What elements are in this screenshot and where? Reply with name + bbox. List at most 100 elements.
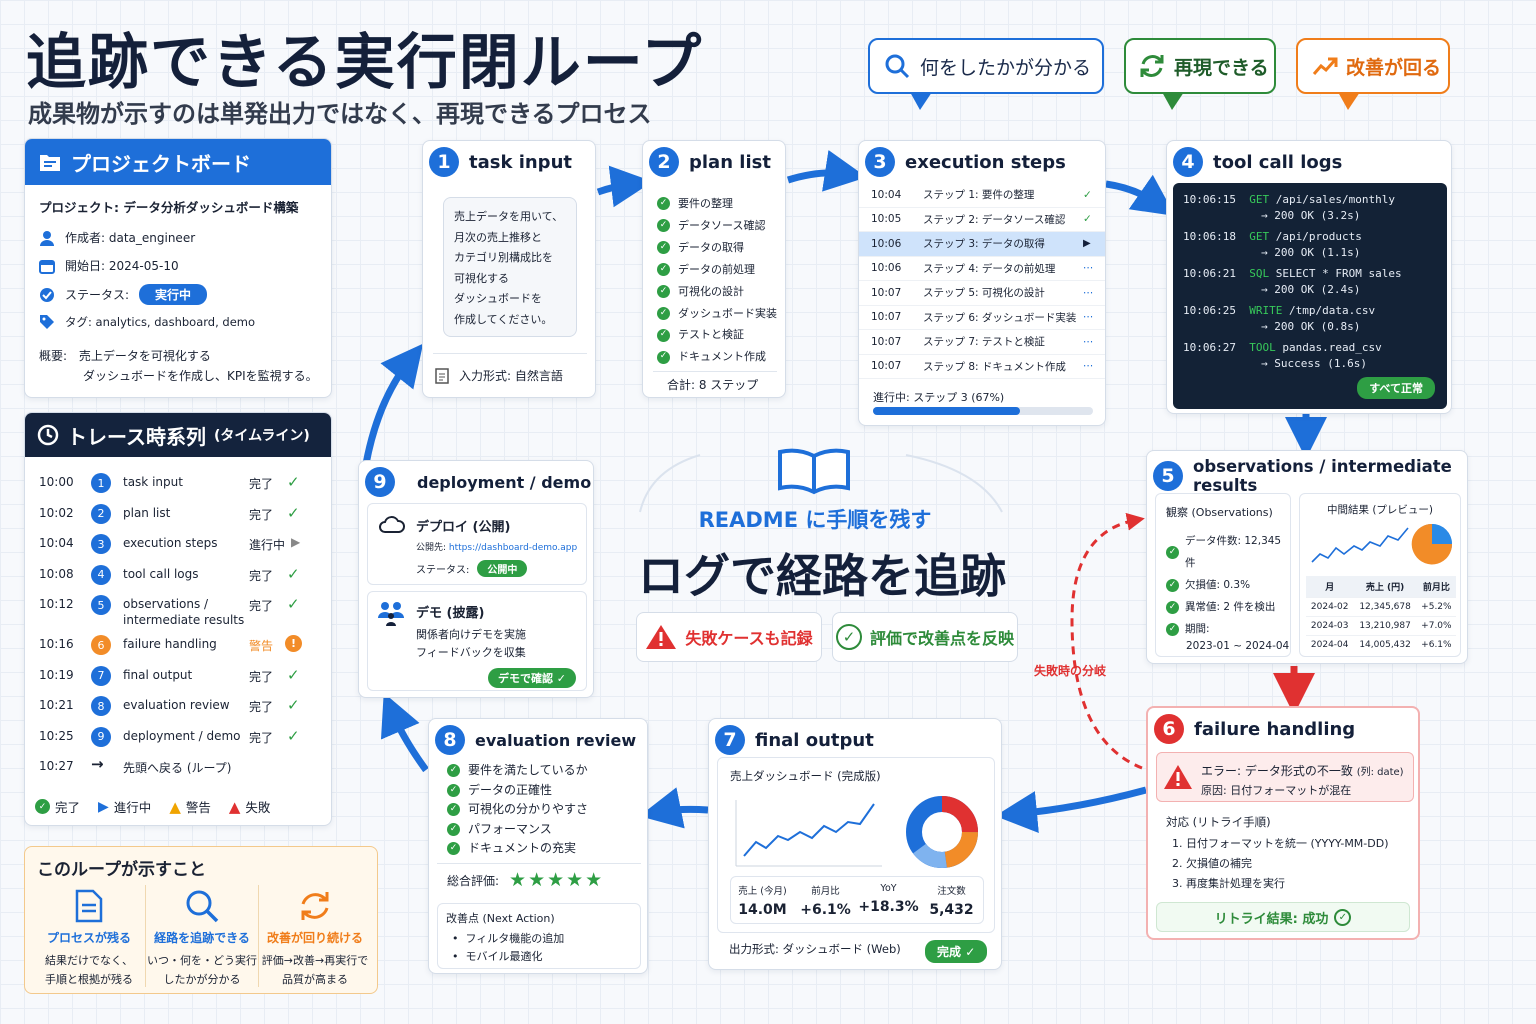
warning-icon: ▲ <box>169 797 181 816</box>
timeline-label: deployment / demo <box>123 728 241 743</box>
timeline-title: トレース時系列 <box>67 424 206 449</box>
task-text: 売上データを用いて、 <box>454 210 564 223</box>
clock-icon <box>37 424 59 446</box>
retry-result-text: リトライ結果: 成功 <box>1214 911 1329 927</box>
alert-icon: ! <box>285 635 302 652</box>
obs-item-label: 欠損値: 0.3% <box>1185 579 1251 591</box>
log-result: → 200 OK (0.8s) <box>1261 320 1361 333</box>
lesson-item-text: 結果だけでなく、 <box>45 954 133 967</box>
timeline-label: tool call logs <box>123 566 199 581</box>
search-icon <box>186 890 219 923</box>
play-icon: ▶ <box>1083 238 1091 250</box>
task-text: カテゴリ別構成比を <box>454 251 553 264</box>
project-status-label: ステータス: <box>65 288 130 302</box>
plan-item: ✓可視化の設計 <box>657 281 777 303</box>
eval-item: ✓データの正確性 <box>447 781 588 801</box>
check-icon: ✓ <box>287 503 300 522</box>
eval-item-label: 可視化の分かりやすさ <box>468 802 589 816</box>
eval-item-label: ドキュメントの充実 <box>468 841 577 855</box>
exec-time: 10:06 <box>871 237 902 250</box>
lesson-item-text: したかが分かる <box>163 973 241 986</box>
kpi-label: 前月比 <box>811 886 840 897</box>
timeline-step-number: 6 <box>91 635 111 655</box>
arrow-7-8 <box>639 787 709 829</box>
complete-badge: 完成 ✓ <box>925 940 988 963</box>
error-icon: ▲ <box>228 797 241 816</box>
check-icon: ✓ <box>1083 213 1092 226</box>
table-header: 月 <box>1325 583 1335 593</box>
retry-title: 対応 (リトライ手順) <box>1166 815 1271 829</box>
timeline-status: 完了 <box>249 669 274 684</box>
exec-step: ステップ 7: テストと検証 <box>923 336 1045 349</box>
deploy-title: デプロイ (公開) <box>416 520 511 535</box>
step-title: tool call logs <box>1213 151 1343 173</box>
eval-item: ✓パフォーマンス <box>447 820 588 840</box>
obs-item: ✓期間: <box>1166 618 1290 640</box>
timeline-status: 完了 <box>249 477 274 491</box>
more-icon: ⋯ <box>1083 286 1094 299</box>
step-title: observations / intermediate results <box>1193 457 1452 495</box>
project-start: 開始日: 2024-05-10 <box>65 259 179 273</box>
log-entry: 10:06:18 GET /api/products → 200 OK (1.1… <box>1183 230 1362 259</box>
demo-text: 関係者向けデモを実施 <box>416 628 526 641</box>
timeline-step-number: 9 <box>91 726 111 747</box>
step-number: 3 <box>865 147 895 177</box>
table-cell: 2024-02 <box>1306 597 1354 617</box>
step-title: task input <box>469 151 572 173</box>
deploy-box: デプロイ (公開) 公開先: https://dashboard-demo.ap… <box>367 503 587 585</box>
timeline-time: 10:21 <box>39 698 74 712</box>
next-action-label: モバイル最適化 <box>465 950 543 963</box>
bubble-label: 再現できる <box>1174 56 1269 79</box>
step-title: plan list <box>689 151 771 173</box>
demo-text: フィードバックを収集 <box>416 646 526 659</box>
plan-item: ✓データソース確認 <box>657 215 777 237</box>
timeline-label: observations / <box>123 597 209 611</box>
next-action-item: • モバイル最適化 <box>452 950 543 963</box>
timeline-legend: ✓完了 ▶進行中 ▲警告 ▲失敗 <box>35 797 270 816</box>
timeline-time: 10:19 <box>39 667 74 682</box>
search-icon <box>885 54 910 79</box>
step-title: deployment / demo <box>417 472 592 492</box>
check-icon: ✓ <box>657 350 670 364</box>
timeline-step-number: 2 <box>91 503 111 524</box>
obs-item-label: 異常値: 2 件を検出 <box>1185 601 1276 613</box>
warning-icon <box>646 625 677 649</box>
preview-pie-chart <box>1411 523 1453 565</box>
eval-item: ✓要件を満たしているか <box>447 761 588 781</box>
cycle-icon <box>301 892 329 920</box>
timeline-label: failure handling <box>123 637 217 651</box>
log-method: TOOL <box>1249 341 1276 354</box>
demo-title: デモ (披露) <box>416 606 485 621</box>
eval-item-label: パフォーマンス <box>468 821 552 836</box>
plan-item: ✓テストと検証 <box>657 324 777 346</box>
exec-row: 10:04 ステップ 1: 要件の整理✓ <box>859 183 1105 208</box>
check-icon: ✓ <box>657 306 670 320</box>
eval-item-label: データの正確性 <box>468 782 553 797</box>
exec-row: 10:07 ステップ 5: 可視化の設計⋯ <box>859 281 1105 306</box>
check-icon: ✓ <box>657 263 670 277</box>
page-subtitle: 成果物が示すのは単発出力ではなく、再現できるプロセス <box>28 100 652 128</box>
summary-line-1: 売上データを可視化する <box>78 349 211 363</box>
plan-item-label: データの取得 <box>678 240 744 254</box>
play-icon: ▶ <box>291 535 301 549</box>
readme-label: README に手順を残す <box>698 508 932 532</box>
check-icon: ✓ <box>657 197 670 211</box>
folder-icon <box>40 155 60 171</box>
deploy-url-link[interactable]: https://dashboard-demo.app <box>448 543 578 553</box>
exec-time: 10:04 <box>871 188 902 201</box>
plan-item-label: データの前処理 <box>678 262 755 276</box>
dashboard-preview: 売上ダッシュボード (完成版) 売上 (今月) 14.0M 前月比 +6.1% … <box>717 757 995 933</box>
step-title: final output <box>755 729 874 751</box>
check-icon: ✓ <box>1166 545 1179 559</box>
exec-row: 10:05 ステップ 2: データソース確認✓ <box>859 208 1105 232</box>
lesson-item: プロセスが残る 結果だけでなく、 手順と根拠が残る <box>33 885 146 987</box>
log-result: → 200 OK (1.1s) <box>1261 246 1361 259</box>
timeline-step-number: 1 <box>91 473 111 493</box>
log-result: → Success (1.6s) <box>1261 357 1367 370</box>
